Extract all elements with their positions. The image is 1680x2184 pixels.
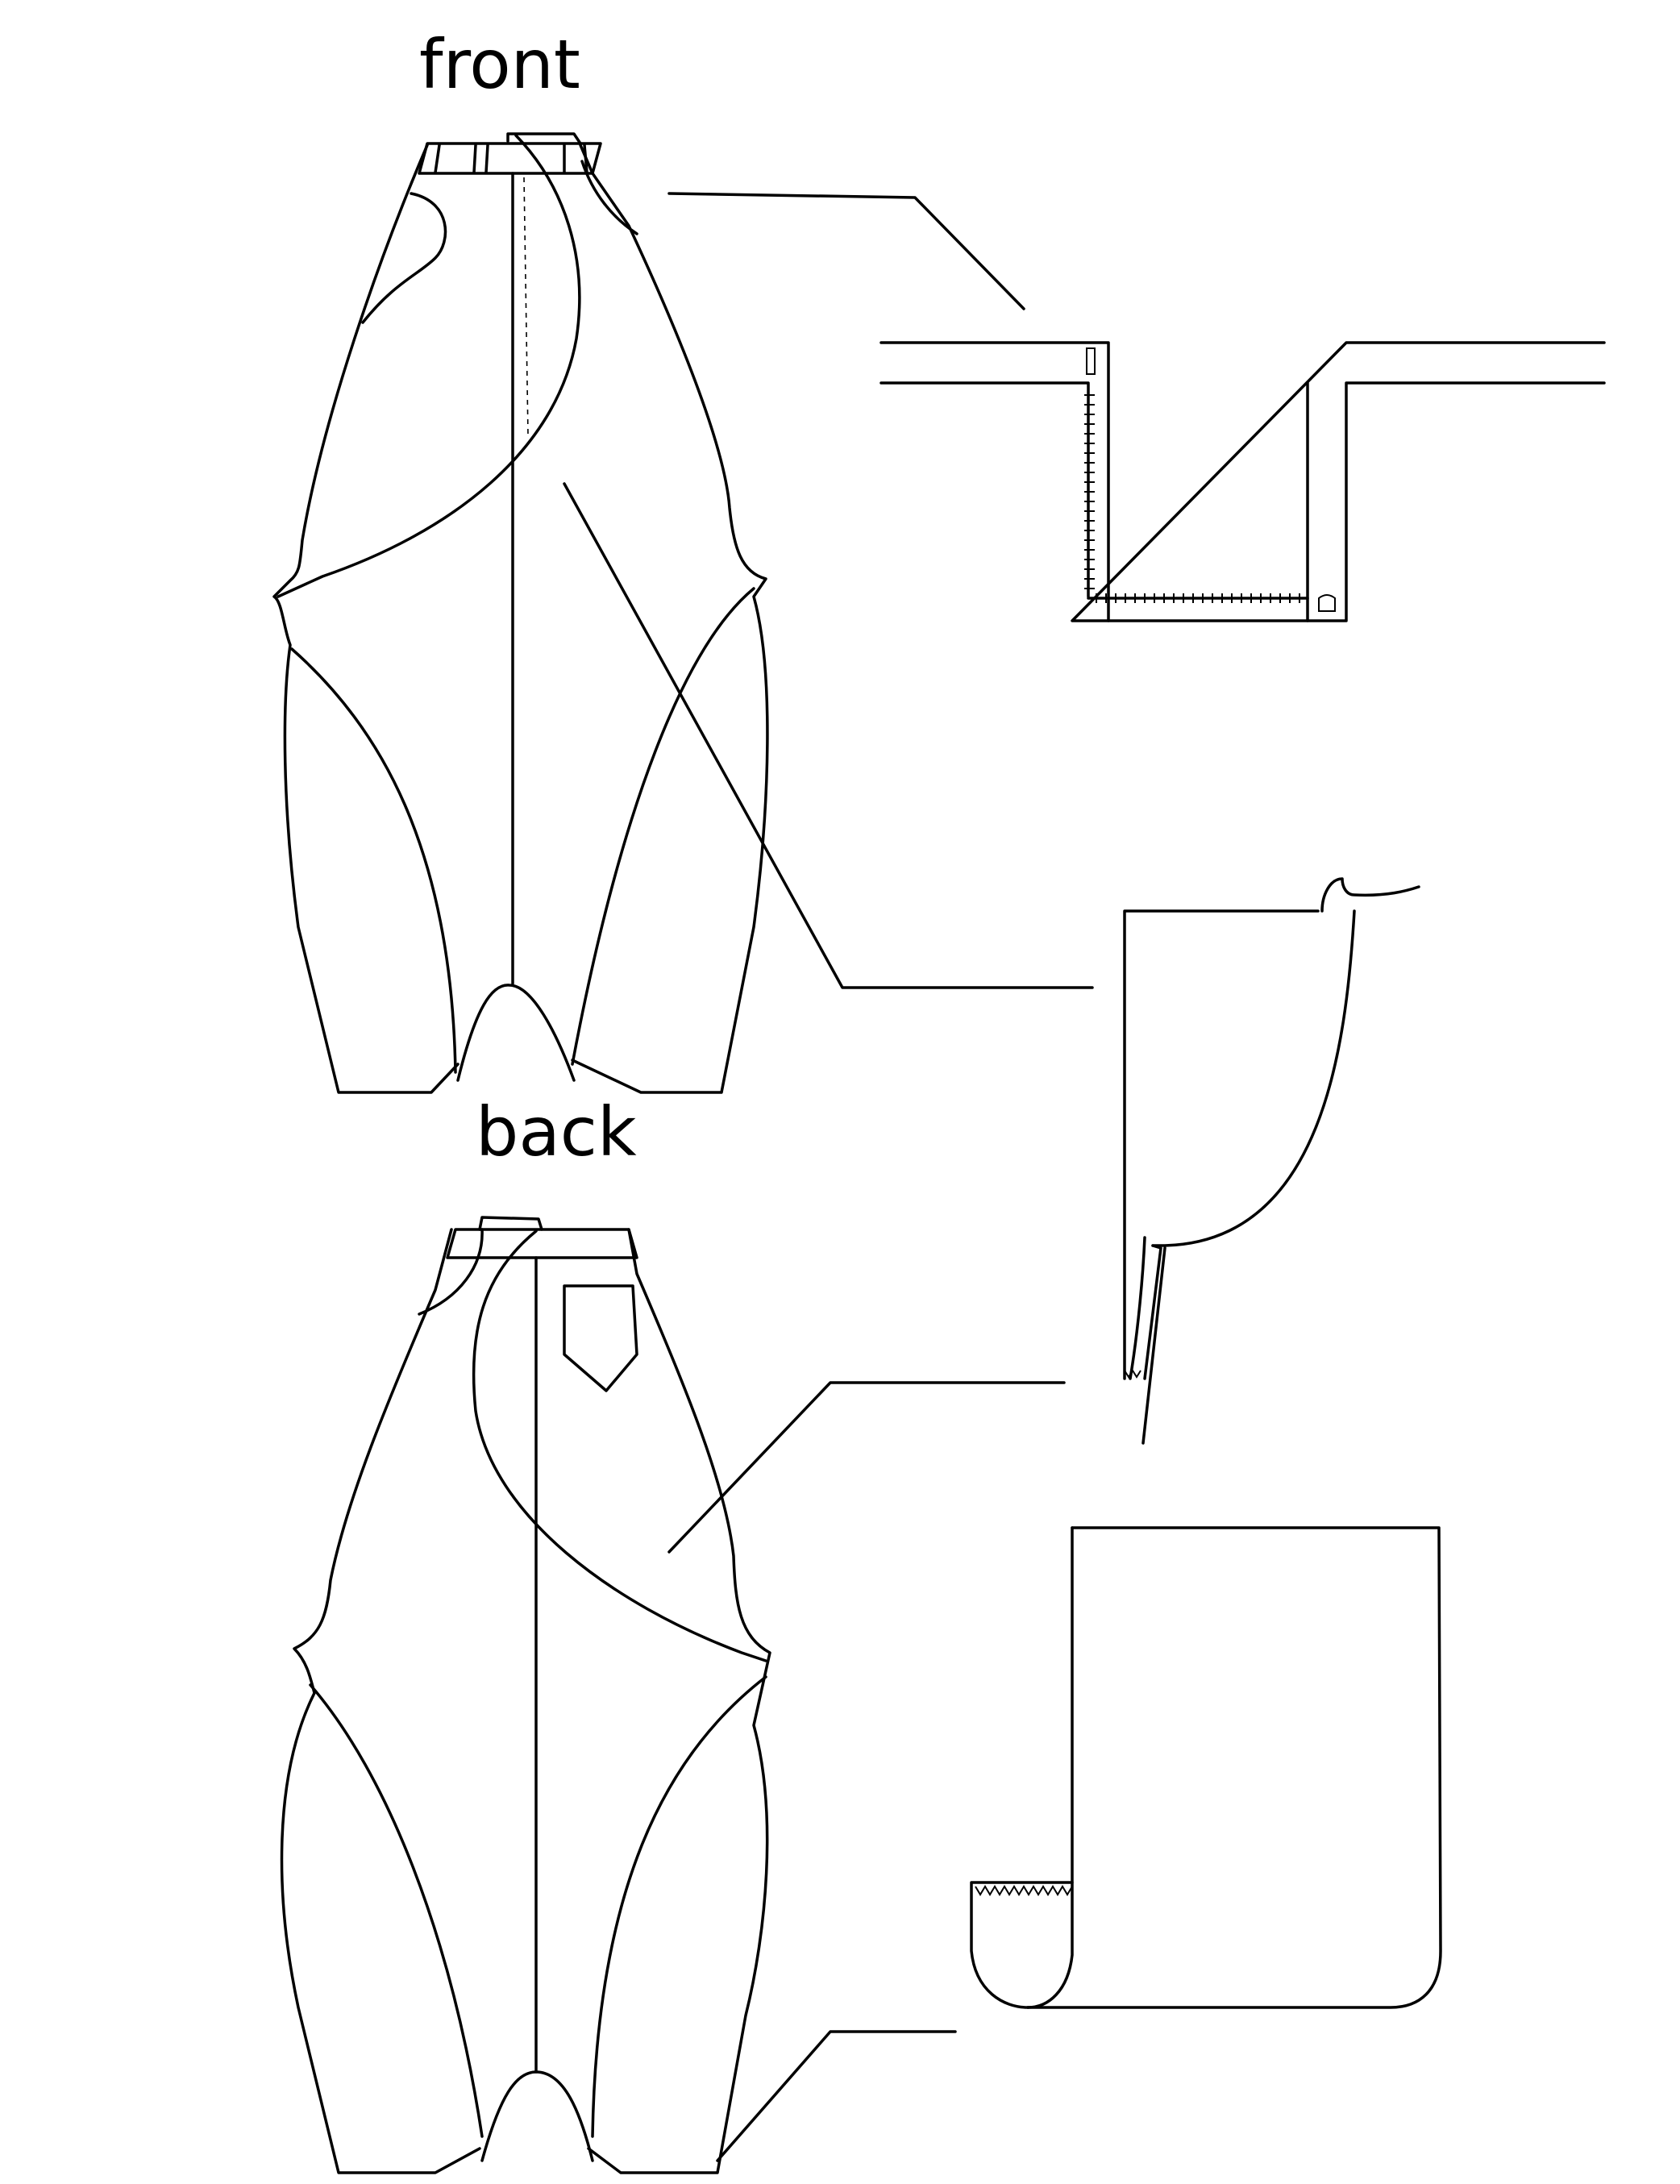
waistband-stitches-vertical (1084, 387, 1095, 597)
back-top-tab (478, 1216, 543, 1231)
front-garment (272, 132, 769, 1094)
back-left-top-curve (418, 1228, 484, 1316)
front-fly-stitch (523, 177, 529, 436)
hem-zigzag-stitch (975, 1885, 1073, 1896)
hem-panel-outline (1026, 1526, 1442, 2009)
front-waistband-dividers (434, 144, 588, 174)
back-left-leg-curve (309, 1683, 484, 2138)
pocket-zigzag (1124, 1369, 1141, 1379)
waistband-stitches-horizontal (1096, 593, 1300, 603)
back-waistband (446, 1228, 638, 1259)
pocket-opening-curve (1151, 909, 1356, 1247)
waistband-button (1318, 594, 1336, 612)
pocket-panel-outline (1123, 909, 1320, 1380)
back-left-outline (280, 1228, 481, 2174)
detail-pocket-opening (1123, 877, 1420, 1445)
front-left-outline (272, 144, 460, 1094)
pocket-bag-line (1141, 1246, 1166, 1445)
front-crotch-arch (456, 984, 576, 1082)
pocket-top-fold (1320, 877, 1420, 913)
back-wrap-panel-curve (472, 1229, 767, 1662)
front-right-top-curve (580, 160, 638, 235)
detail-hem (970, 1526, 1442, 2009)
waistband-buttonhole (1086, 347, 1096, 375)
front-wrap-panel-curve (277, 134, 581, 598)
leader-line-waistband (667, 192, 1025, 310)
pocket-facing-strip (1129, 1236, 1162, 1380)
waistband-band-right (1071, 341, 1606, 622)
front-view-label: front (419, 25, 580, 104)
front-top-tab (506, 132, 582, 145)
waistband-band-left (880, 341, 1110, 622)
leader-line-back-pocket (667, 1381, 1066, 1554)
leader-line-hem (716, 2030, 957, 2162)
back-right-outline (587, 1228, 771, 2174)
hem-fold-curl (970, 1881, 1074, 2009)
front-waistband (418, 142, 602, 175)
front-left-leg-curve (290, 647, 457, 1074)
back-right-leg-curve (591, 1675, 767, 2138)
back-garment (280, 1216, 771, 2174)
detail-waistband-miter (880, 341, 1606, 622)
back-pocket (563, 1284, 638, 1392)
front-pocket-curve (361, 192, 447, 324)
back-view-label: back (476, 1092, 637, 1171)
leader-line-pocket-opening (563, 482, 1094, 989)
back-crotch-arch (480, 2070, 594, 2162)
front-right-outline (571, 144, 769, 1094)
front-right-leg-curve (571, 587, 755, 1066)
hem-left-edge (1026, 1526, 1074, 2009)
